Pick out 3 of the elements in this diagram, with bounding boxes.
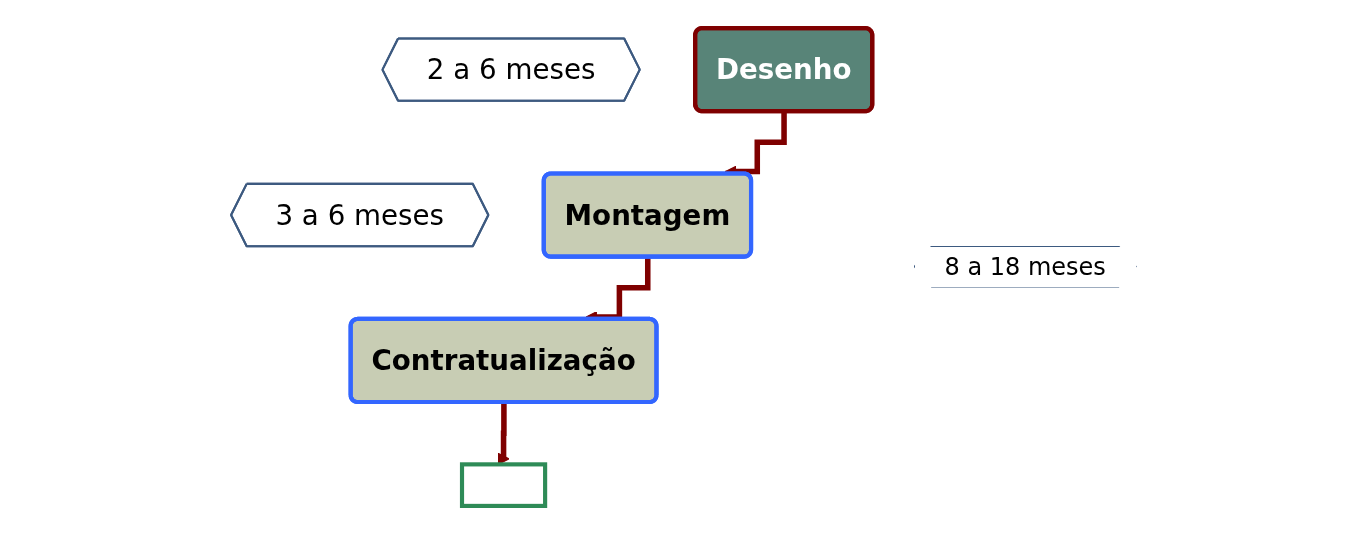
node-box	[460, 461, 548, 508]
node-label: 2 a 6 meses	[427, 52, 596, 86]
node-label: 3 a 6 meses	[275, 197, 445, 232]
